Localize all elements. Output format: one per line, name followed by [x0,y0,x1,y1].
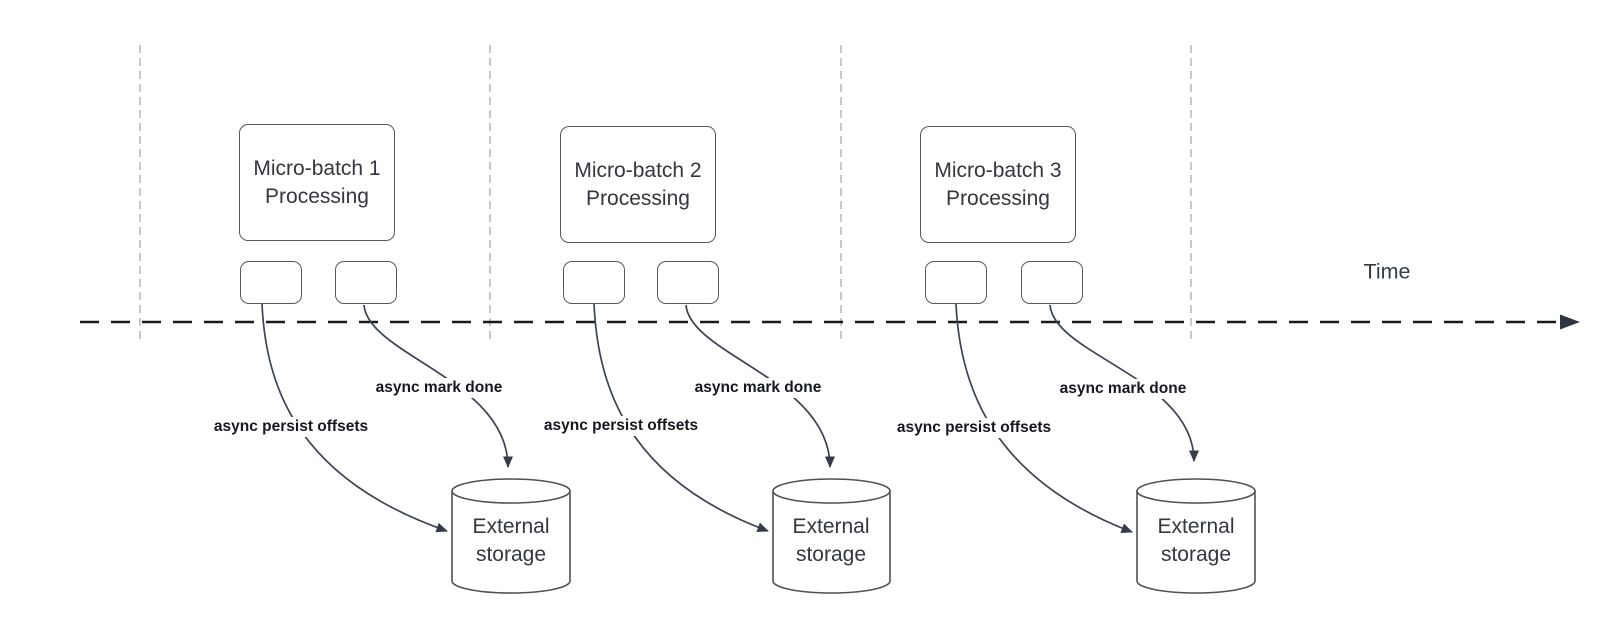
cylinder-storage-2 [772,478,891,594]
arrow-mark-done-2 [685,304,835,468]
task-rect-3-right [1021,261,1083,304]
external-storage-label-1: External storage [472,515,550,566]
task-rect-1-right [335,261,397,304]
task-rect-1-left [240,261,302,304]
time-axis-label: Time [1363,259,1411,284]
micro-batch-3-box: Micro-batch 3 Processing [920,126,1076,243]
mark-done-label-2: async mark done [691,378,825,398]
storage-cylinders [451,478,1256,594]
micro-batch-2-box: Micro-batch 2 Processing [560,126,716,243]
micro-batch-1-title: Micro-batch 1 Processing [253,156,381,208]
time-axis-arrowhead-icon [1560,314,1580,330]
arrow-mark-done-1 [363,304,513,468]
interval-lifelines [139,45,1192,340]
persist-offsets-label-3: async persist offsets [893,418,1055,438]
async-connectors [261,303,1199,533]
mark-done-label-3: async mark done [1056,379,1190,399]
external-storage-label-3: External storage [1157,515,1235,566]
mark-done-label-1: async mark done [372,378,506,398]
cylinder-storage-1 [451,478,571,594]
micro-batch-3-title: Micro-batch 3 Processing [934,158,1062,210]
external-storage-label-2: External storage [792,515,870,566]
cylinder-storage-3 [1136,478,1256,594]
persist-offsets-label-1: async persist offsets [210,417,372,437]
arrow-mark-done-3 [1049,304,1199,462]
task-rect-2-right [657,261,719,304]
micro-batch-1-box: Micro-batch 1 Processing [239,124,395,241]
task-rect-3-left [925,261,987,304]
persist-offsets-label-2: async persist offsets [540,416,702,436]
task-rect-2-left [563,261,625,304]
micro-batch-2-title: Micro-batch 2 Processing [574,158,702,210]
time-axis [80,314,1580,330]
